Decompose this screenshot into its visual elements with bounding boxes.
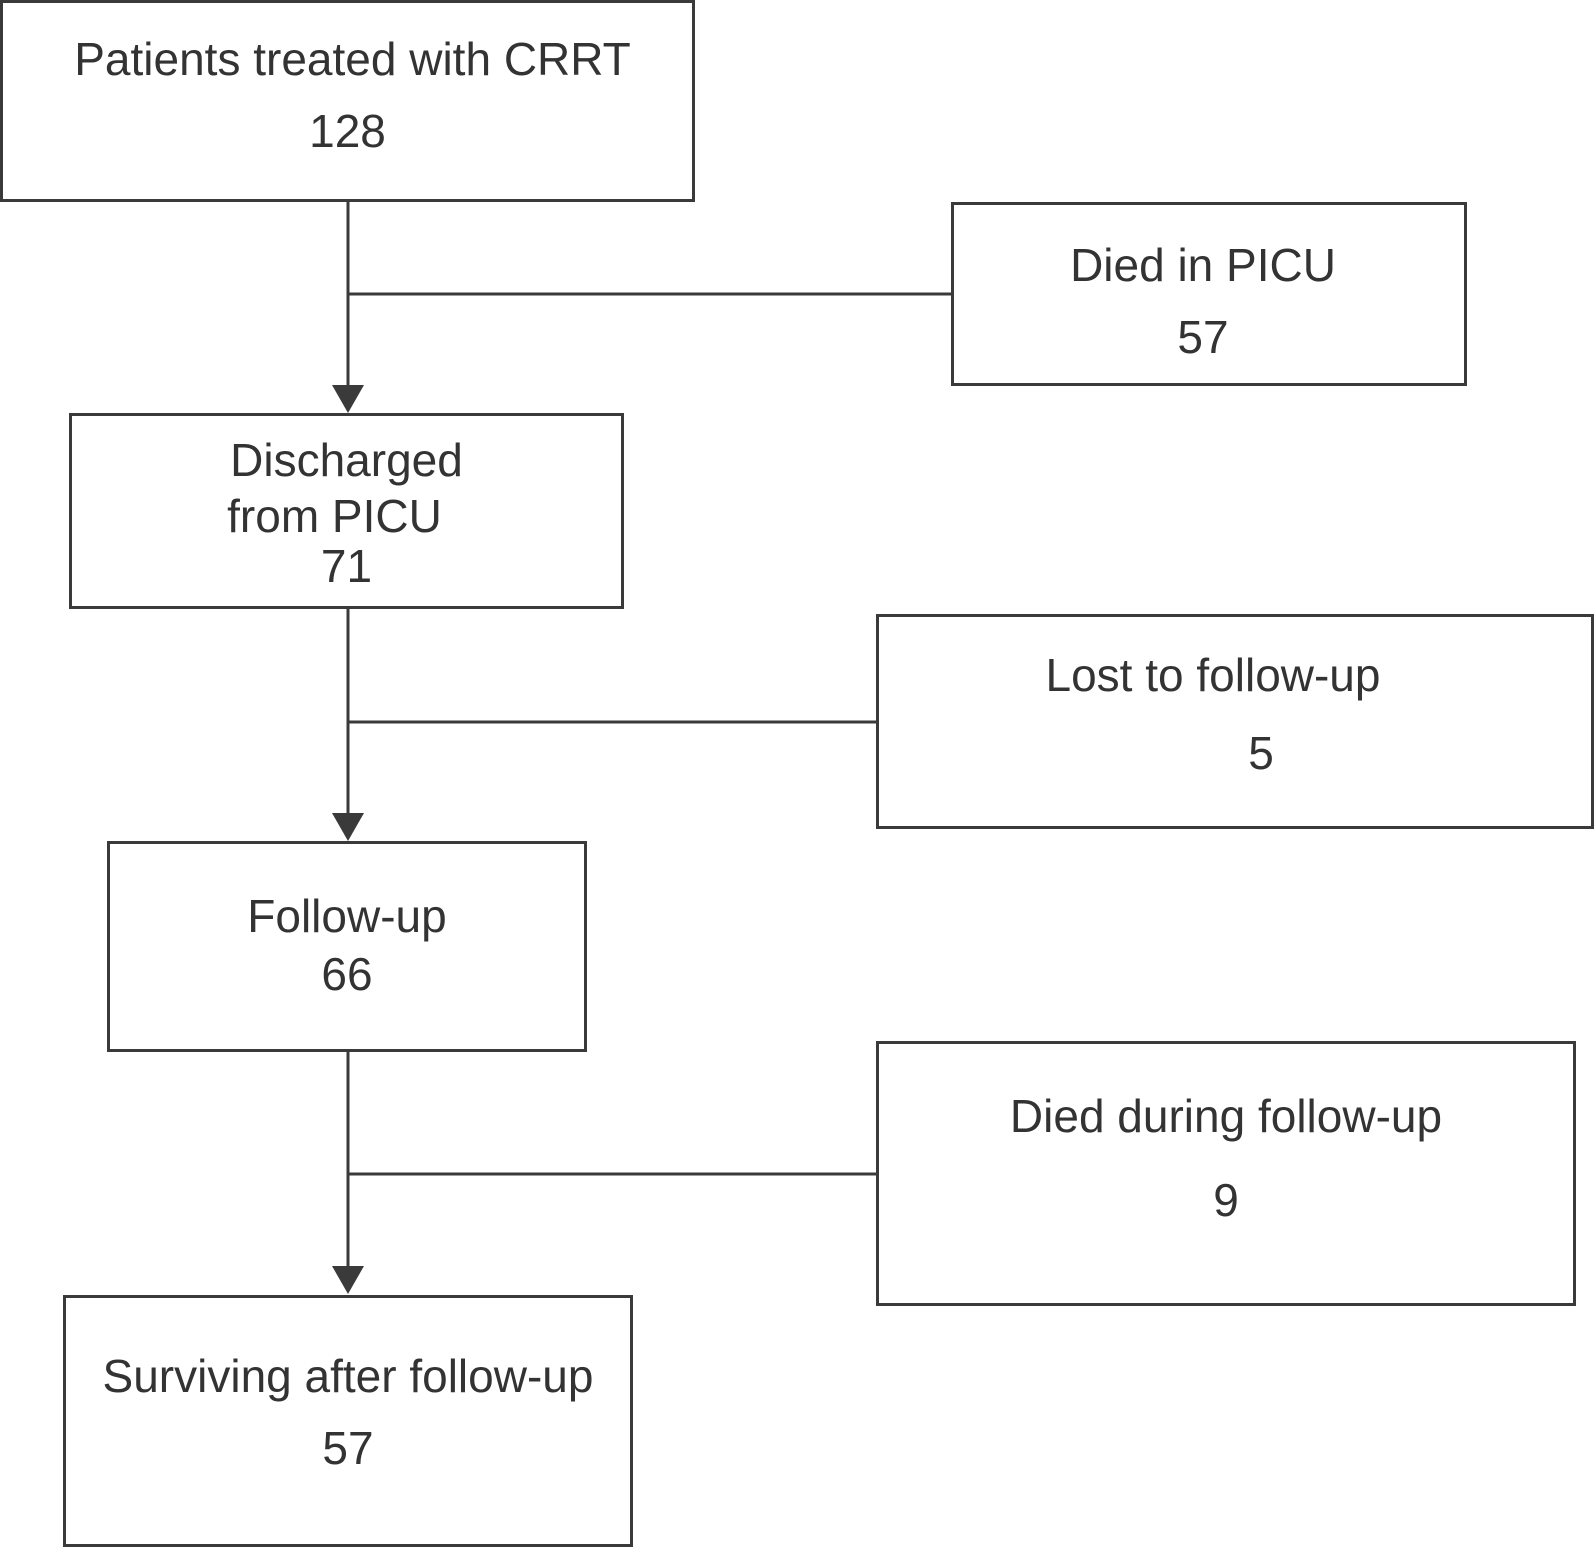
box-lost-to-follow-up: Lost to follow-up 5 [876, 614, 1594, 829]
box-died-followup-title: Died during follow-up [1009, 1090, 1443, 1142]
box-died-in-picu-count: 57 [1177, 311, 1229, 363]
arrowhead-to-surviving [332, 1266, 364, 1294]
box-died-in-picu: Died in PICU 57 [951, 202, 1467, 386]
box-lost-title: Lost to follow-up [1045, 649, 1381, 701]
box-surviving-after-follow-up: Surviving after follow-up 57 [63, 1295, 633, 1547]
box-patients-treated-count: 128 [309, 105, 386, 157]
box-discharged-count: 71 [320, 540, 373, 592]
box-patients-treated-title: Patients treated with CRRT [74, 33, 631, 85]
arrowhead-to-discharged [332, 385, 364, 413]
box-follow-up-title: Follow-up [247, 890, 447, 942]
box-patients-treated: Patients treated with CRRT 128 [0, 0, 695, 202]
box-died-in-picu-title: Died in PICU [1070, 239, 1336, 291]
box-surviving-count: 57 [322, 1422, 374, 1474]
arrowhead-to-followup [332, 813, 364, 841]
box-died-followup-count: 9 [1213, 1174, 1239, 1226]
box-follow-up-count: 66 [321, 948, 373, 1000]
box-discharged-from-picu: Discharged from PICU 71 [69, 413, 624, 609]
box-discharged-title-line1: Discharged [230, 434, 463, 486]
box-discharged-title-line2: from PICU [227, 490, 442, 542]
box-died-during-follow-up: Died during follow-up 9 [876, 1041, 1576, 1306]
box-surviving-title: Surviving after follow-up [102, 1350, 594, 1402]
box-lost-count: 5 [1248, 727, 1274, 779]
box-follow-up: Follow-up 66 [107, 841, 587, 1052]
